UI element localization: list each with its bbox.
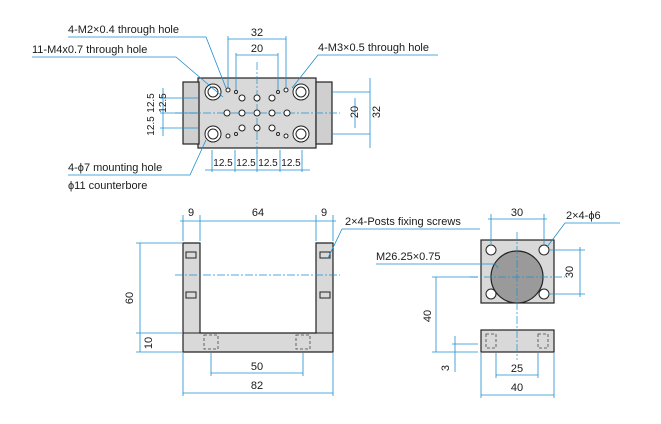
dim-125-bottom-a: 12.5 xyxy=(213,158,233,169)
dim-125-left-c: 12.5 xyxy=(146,116,157,136)
dim-125-bottom-b: 12.5 xyxy=(236,158,256,169)
dim-32-right: 32 xyxy=(371,106,383,118)
m4-holes xyxy=(223,94,291,132)
dim-30-top: 30 xyxy=(511,207,523,219)
label-posts-fixing-screws: 2×4-Posts fixing screws xyxy=(345,216,461,228)
dim-30-right: 30 xyxy=(564,266,576,278)
side-view-base xyxy=(480,329,555,353)
post-screws xyxy=(185,251,331,299)
dim-125-left-a: 12.5 xyxy=(146,93,157,113)
dim-9-left: 9 xyxy=(188,207,194,219)
mounting-hole-bl xyxy=(204,125,222,143)
label-counterbore: ϕ11 counterbore xyxy=(68,180,147,192)
dim-125-bottom-d: 12.5 xyxy=(281,158,301,169)
dim-25: 25 xyxy=(511,363,523,375)
top-view: 32 20 20 32 12.5 12.5 12.5 12.5 12.5 12.… xyxy=(32,24,438,192)
label-m4-holes: 11-M4x0.7 through hole xyxy=(32,44,147,56)
dim-40-bottom: 40 xyxy=(511,382,523,394)
mounting-hole-br xyxy=(292,125,310,143)
label-thread: M26.25×0.75 xyxy=(376,251,441,263)
dim-50: 50 xyxy=(251,361,263,373)
dim-20-right: 20 xyxy=(349,106,361,118)
label-m3-holes: 4-M3×0.5 through hole xyxy=(318,42,429,54)
dim-125-left-b: 12.5 xyxy=(158,93,169,113)
dim-10: 10 xyxy=(143,337,155,349)
dim-20-top: 20 xyxy=(251,43,263,55)
front-view: 9 64 9 60 10 50 82 2×4-Posts fixing scre… xyxy=(124,207,480,396)
mounting-hole-tl xyxy=(204,83,222,101)
dim-82: 82 xyxy=(251,380,263,392)
dim-125-bottom-c: 12.5 xyxy=(258,158,278,169)
dim-32-top: 32 xyxy=(251,27,263,39)
dim-3: 3 xyxy=(440,365,452,371)
label-mounting-hole: 4-ϕ7 mounting hole xyxy=(68,162,162,174)
dim-9-right: 9 xyxy=(321,207,327,219)
label-m2-holes: 4-M2×0.4 through hole xyxy=(68,24,179,36)
dim-40-left: 40 xyxy=(422,310,434,322)
label-side-holes: 2×4-ϕ6 xyxy=(566,210,601,222)
front-view-body xyxy=(182,242,334,353)
mounting-hole-tr xyxy=(292,83,310,101)
dim-64: 64 xyxy=(252,207,264,219)
side-view: 30 2×4-ϕ6 M26.25×0.75 30 40 3 25 40 xyxy=(376,207,620,398)
small-holes xyxy=(225,87,289,139)
dim-60: 60 xyxy=(124,292,136,304)
